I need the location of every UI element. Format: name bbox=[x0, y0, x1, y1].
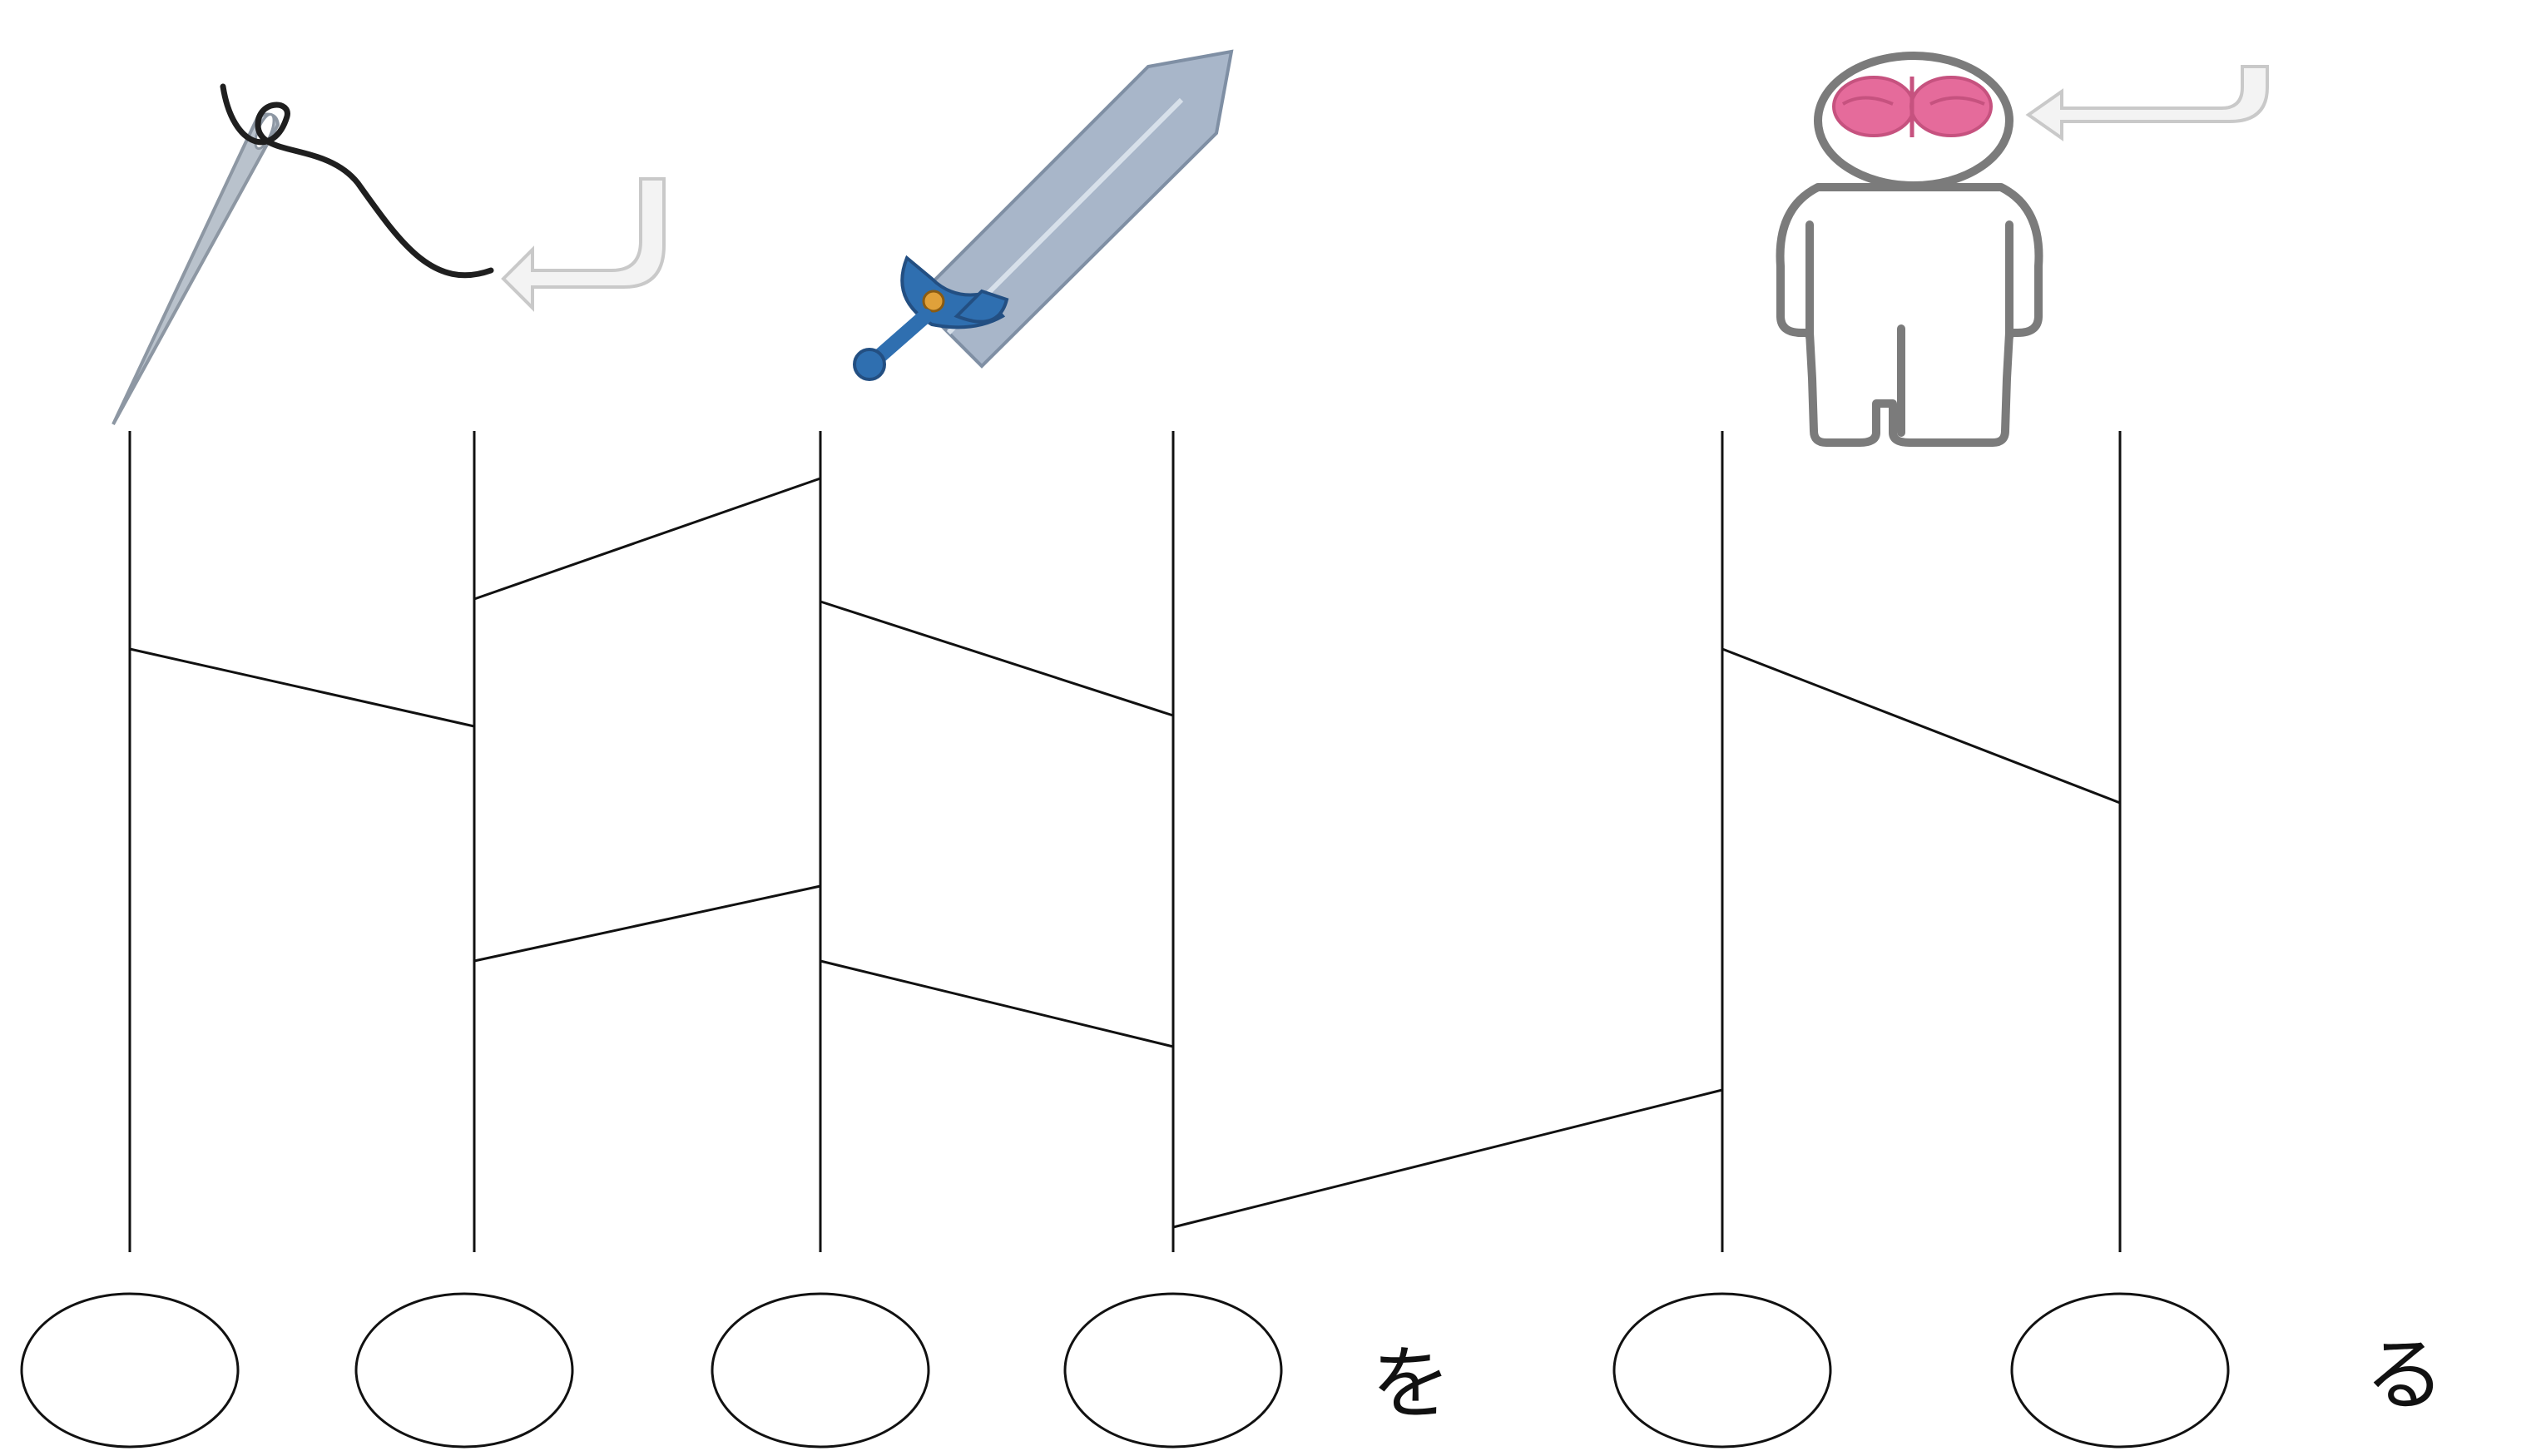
answer-oval[interactable] bbox=[1063, 1292, 1283, 1449]
answer-slot-4[interactable] bbox=[1063, 1292, 1283, 1449]
sword-grip bbox=[870, 309, 933, 365]
rung-5 bbox=[820, 959, 1174, 1048]
fixed-character-wo: を bbox=[1371, 1337, 1451, 1430]
needle-and-thread-icon bbox=[111, 83, 494, 425]
rung-7 bbox=[1721, 647, 2121, 805]
person-with-brain-icon bbox=[1776, 52, 2043, 447]
sword-guard-right bbox=[953, 289, 1009, 324]
amidakuji-ladder bbox=[128, 431, 2122, 1252]
fixed-character-ru: る bbox=[2365, 1329, 2444, 1422]
rung-2 bbox=[473, 477, 821, 601]
hook-arrow-icon bbox=[2025, 65, 2269, 141]
hook-arrow-icon bbox=[501, 177, 666, 312]
rung-1 bbox=[129, 647, 475, 728]
answer-oval[interactable] bbox=[711, 1292, 930, 1449]
answer-oval[interactable] bbox=[1612, 1292, 1832, 1449]
rung-4 bbox=[820, 600, 1174, 717]
answer-slots bbox=[20, 1292, 2230, 1449]
answer-oval[interactable] bbox=[20, 1292, 240, 1449]
needle-shape bbox=[111, 112, 280, 425]
answer-slot-3[interactable] bbox=[711, 1292, 930, 1449]
thread-shape bbox=[220, 83, 494, 279]
sword-gem bbox=[922, 290, 945, 313]
answer-oval[interactable] bbox=[2010, 1292, 2230, 1449]
answer-oval[interactable] bbox=[354, 1292, 574, 1449]
sword-pommel bbox=[853, 348, 886, 381]
answer-slot-1[interactable] bbox=[20, 1292, 240, 1449]
brain-icon bbox=[1832, 76, 1993, 137]
answer-slot-6[interactable] bbox=[2010, 1292, 2230, 1449]
rung-6 bbox=[1172, 1088, 1723, 1229]
answer-slot-5[interactable] bbox=[1612, 1292, 1832, 1449]
answer-slot-2[interactable] bbox=[354, 1292, 574, 1449]
sword-icon bbox=[853, 49, 1234, 381]
rung-3 bbox=[473, 884, 821, 963]
